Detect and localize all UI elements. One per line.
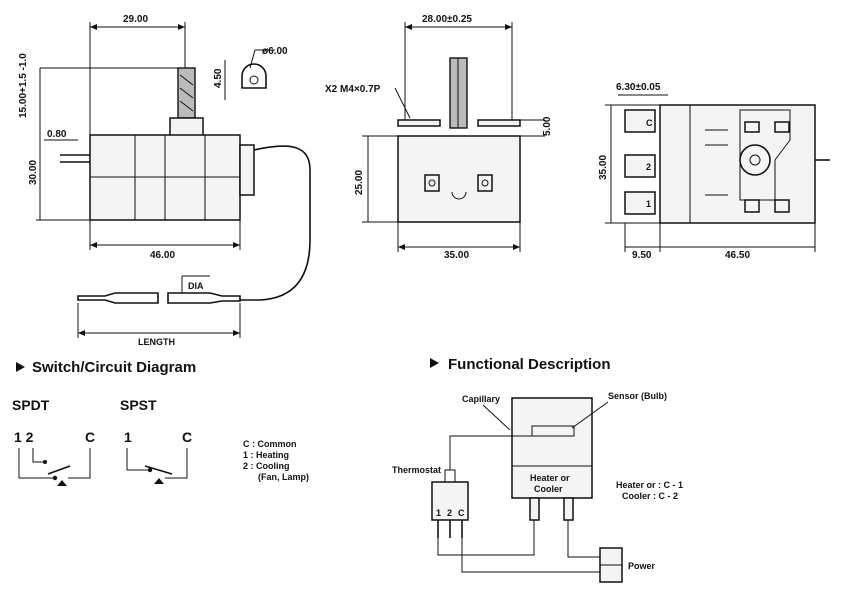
unit-label-2: Cooler xyxy=(534,484,563,494)
thermostat-pin-1: 1 xyxy=(436,508,441,518)
dim-body-width: 46.00 xyxy=(150,250,175,261)
switch-diagram: Switch/Circuit Diagram SPDT SPST 1 2 C 1… xyxy=(12,359,309,486)
bullet-icon xyxy=(430,358,439,368)
legend-heating: 1 : Heating xyxy=(243,450,289,460)
spst-pin-left: 1 xyxy=(124,429,132,445)
legend-cooling: 2 : Cooling xyxy=(243,461,290,471)
bulb-left xyxy=(77,292,159,304)
power-label: Power xyxy=(628,561,656,571)
bulb-right xyxy=(167,292,241,304)
functional-heading: Functional Description xyxy=(448,356,611,373)
dim-height-shaft: 15.00+1.5 -1.0 xyxy=(18,53,29,118)
terminal-c: C xyxy=(646,118,653,128)
note-cooler: Cooler : C - 2 xyxy=(622,491,678,501)
terminal-2: 2 xyxy=(646,162,651,172)
dim-screw: X2 M4×0.7P xyxy=(325,84,381,95)
rear-cam xyxy=(739,144,771,176)
front-view: 29.00 4.50 ø6.00 15.00+1.5 -1.0 0.80 xyxy=(18,14,311,347)
dim-side-height: 25.00 xyxy=(354,170,365,195)
sensor-label: Sensor (Bulb) xyxy=(608,391,667,401)
capillary-tube xyxy=(240,145,311,301)
legend-fan-lamp: (Fan, Lamp) xyxy=(258,472,309,482)
dim-pin-offset: 0.80 xyxy=(47,129,67,140)
dim-terminal: 6.30±0.05 xyxy=(616,82,661,93)
capillary-label: Capillary xyxy=(462,394,500,404)
dim-shaft-dia: ø6.00 xyxy=(262,46,288,57)
note-heater: Heater or : C - 1 xyxy=(616,480,683,490)
side-view: 28.00±0.25 X2 M4×0.7P 5.00 25.00 35.00 xyxy=(325,14,553,261)
thermostat-label: Thermostat xyxy=(392,465,441,475)
thermostat-pin-c: C xyxy=(458,508,465,518)
thermostat-pin-2: 2 xyxy=(447,508,452,518)
terminal-1: 1 xyxy=(646,199,651,209)
unit-label-1: Heater or xyxy=(530,473,570,483)
spdt-pin-right: C xyxy=(85,429,95,445)
side-body xyxy=(397,135,521,223)
dim-rear-height: 35.00 xyxy=(598,155,609,180)
dim-side-width: 35.00 xyxy=(444,250,469,261)
dim-length: LENGTH xyxy=(138,337,175,347)
dim-rear-left: 9.50 xyxy=(632,250,652,261)
sensor-bulb xyxy=(531,425,575,437)
rear-body xyxy=(659,104,816,224)
heater-cooler-unit xyxy=(511,397,593,499)
rear-view: 6.30±0.05 C 2 1 35.00 9.50 46.50 xyxy=(598,82,830,261)
dim-flat: 4.50 xyxy=(213,68,224,88)
spst-title: SPST xyxy=(120,397,157,413)
switch-heading: Switch/Circuit Diagram xyxy=(32,359,196,376)
dim-width-top: 29.00 xyxy=(123,14,148,25)
thermostat-box xyxy=(431,481,469,521)
functional-description: Functional Description Heater or Cooler … xyxy=(392,356,683,583)
spdt-title: SPDT xyxy=(12,397,50,413)
spdt-pins-left: 1 2 xyxy=(14,429,34,445)
dim-dia: DIA xyxy=(188,281,204,291)
legend-common: C : Common xyxy=(243,439,297,449)
spst-pin-right: C xyxy=(182,429,192,445)
dim-rear-width: 46.50 xyxy=(725,250,750,261)
bullet-icon xyxy=(16,362,25,372)
dim-side-width-top: 28.00±0.25 xyxy=(422,14,472,25)
dim-body-height: 30.00 xyxy=(28,160,39,185)
shaft-section xyxy=(241,63,267,89)
dim-tab: 5.00 xyxy=(542,116,553,136)
